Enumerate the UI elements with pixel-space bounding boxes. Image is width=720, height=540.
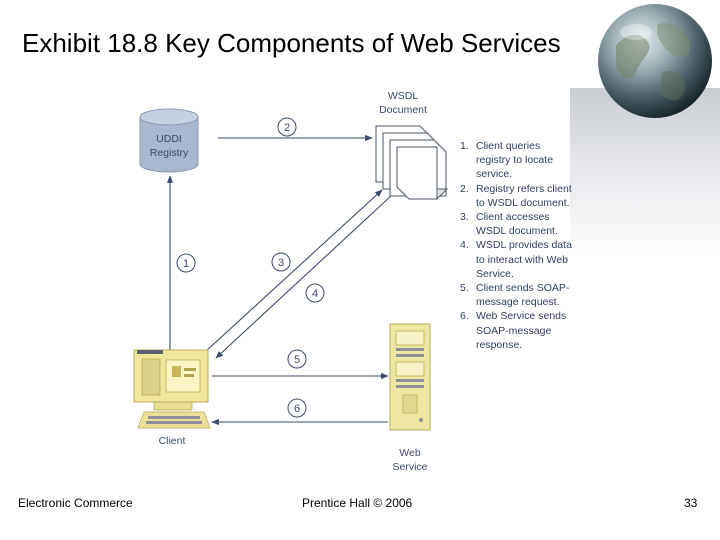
step-5-text: Client sends SOAP-message request. [476,282,570,309]
arrow-6-number: 6 [294,403,300,415]
arrow-3-number: 3 [278,257,284,269]
step-5-number: 5. [460,282,469,295]
web-service-label-line2: Service [392,461,427,473]
wsdl-label-line2: Document [379,104,427,116]
step-1-number: 1. [460,140,469,152]
step-4-text: WSDL provides data to interact with Web … [476,239,572,280]
step-6: 6. Web Service sends SOAP-message respon… [460,309,572,352]
step-3: 3. Client accesses WSDL document. [460,210,572,238]
step-6-number: 6. [460,310,469,323]
computer-icon [133,349,211,429]
client-label: Client [159,435,186,447]
step-2: 2. Registry refers client to WSDL docume… [460,182,572,210]
steps-list: 1. Client queries registry to locate ser… [460,139,572,352]
document-stack-icon [375,125,449,201]
step-2-text: Registry refers client to WSDL document. [476,182,572,209]
footer-course-title: Electronic Commerce [18,496,133,510]
step-3-text: Client accesses WSDL document. [476,211,558,238]
uddi-registry: UDDI Registry [139,108,199,173]
step-3-number: 3. [460,211,469,224]
footer-publisher: Prentice Hall © 2006 [302,496,413,510]
arrow-4-number: 4 [312,288,318,300]
step-6-text: Web Service sends SOAP-message response. [476,310,567,351]
footer-page-number: 33 [684,496,698,510]
wsdl-document: WSDL Document [375,90,449,201]
step-5: 5. Client sends SOAP-message request. [460,281,572,309]
registry-label-line2: Registry [150,147,189,159]
client-computer: Client [133,349,211,447]
arrow-4: 4 [215,194,393,359]
arrow-1-number: 1 [183,258,189,270]
database-icon [139,108,199,173]
step-1-text: Client queries registry to locate servic… [476,140,554,181]
step-4: 4. WSDL provides data to interact with W… [460,238,572,281]
web-services-diagram: 2 1 3 4 5 6 [120,82,572,477]
web-service-server: Web Service [389,323,431,473]
globe-icon [598,4,712,118]
arrow-5: 5 [212,349,389,380]
wsdl-label-line1: WSDL [388,90,418,102]
arrow-2: 2 [218,117,373,142]
server-icon [389,323,431,431]
step-4-number: 4. [460,239,469,252]
web-service-label-line1: Web [399,447,421,459]
arrow-6: 6 [211,398,388,426]
slide-title: Exhibit 18.8 Key Components of Web Servi… [22,28,561,58]
arrow-5-number: 5 [294,354,300,366]
step-2-number: 2. [460,182,469,195]
step-1: 1. Client queries registry to locate ser… [460,139,572,182]
arrow-3: 3 [204,189,383,353]
arrow-2-number: 2 [284,122,290,134]
registry-label-line1: UDDI [156,133,182,145]
arrow-1: 1 [166,175,196,350]
